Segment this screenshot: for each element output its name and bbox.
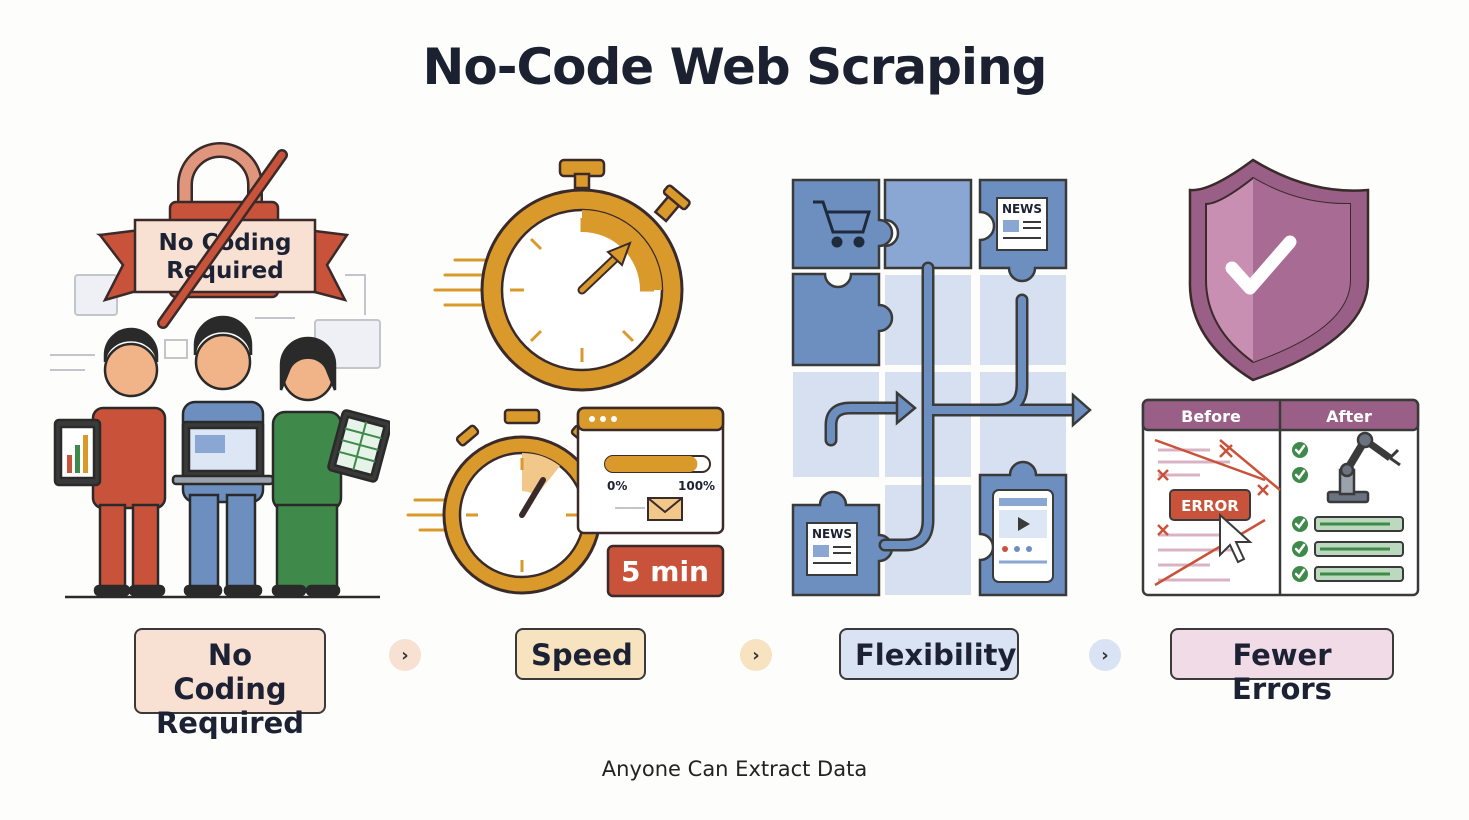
error-badge	[1169, 489, 1251, 521]
label-no-coding-required: No Coding Required	[134, 628, 326, 740]
cursor-icon	[1219, 512, 1253, 564]
svg-text:After: After	[1326, 407, 1372, 426]
svg-text:NEWS: NEWS	[812, 527, 852, 541]
stopwatch-icon	[480, 158, 691, 392]
caption: Anyone Can Extract Data	[601, 757, 868, 781]
svg-text:ERROR: ERROR	[1181, 497, 1239, 515]
speed-illustration: 0% 100% 5 min	[400, 140, 730, 605]
chevron-right-icon: ›	[740, 639, 772, 671]
label-flexibility: Flexibility	[839, 628, 1019, 680]
progress-bar	[605, 456, 698, 472]
svg-text:100%: 100%	[678, 479, 715, 493]
svg-text:Before: Before	[1181, 407, 1241, 426]
shield-check-icon	[1188, 158, 1370, 382]
chevron-right-icon: ›	[1089, 639, 1121, 671]
shopping-cart-icon	[813, 200, 872, 248]
people-icon	[53, 315, 393, 597]
fewer-errors-illustration: Before After ERROR	[1140, 140, 1425, 605]
small-stopwatch-icon	[442, 408, 602, 595]
progress-window: 0% 100%	[576, 406, 725, 535]
newspaper-icon-bottom: NEWS	[806, 522, 858, 576]
label-fewer-errors: Fewer Errors	[1170, 628, 1394, 706]
svg-text:5 min: 5 min	[621, 555, 709, 588]
arrow-right-icon	[1071, 392, 1092, 428]
label-speed: Speed	[515, 628, 646, 680]
svg-text:0%: 0%	[607, 479, 627, 493]
svg-text:NEWS: NEWS	[1002, 202, 1042, 216]
video-card-icon	[992, 489, 1054, 583]
svg-text:Required: Required	[166, 258, 283, 284]
chevron-right-icon: ›	[389, 639, 421, 671]
page-title: No-Code Web Scraping	[422, 38, 1048, 96]
robot-arm-icon	[1326, 431, 1401, 504]
duration-badge	[606, 544, 725, 598]
before-after-table: Before After ERROR	[1141, 398, 1420, 597]
flexibility-illustration: NEWS NEWS	[785, 140, 1100, 605]
no-coding-illustration: No Coding Required	[45, 140, 393, 605]
check-icons	[1292, 442, 1308, 582]
newspaper-icon: NEWS	[996, 197, 1048, 251]
envelope-icon	[647, 497, 683, 521]
